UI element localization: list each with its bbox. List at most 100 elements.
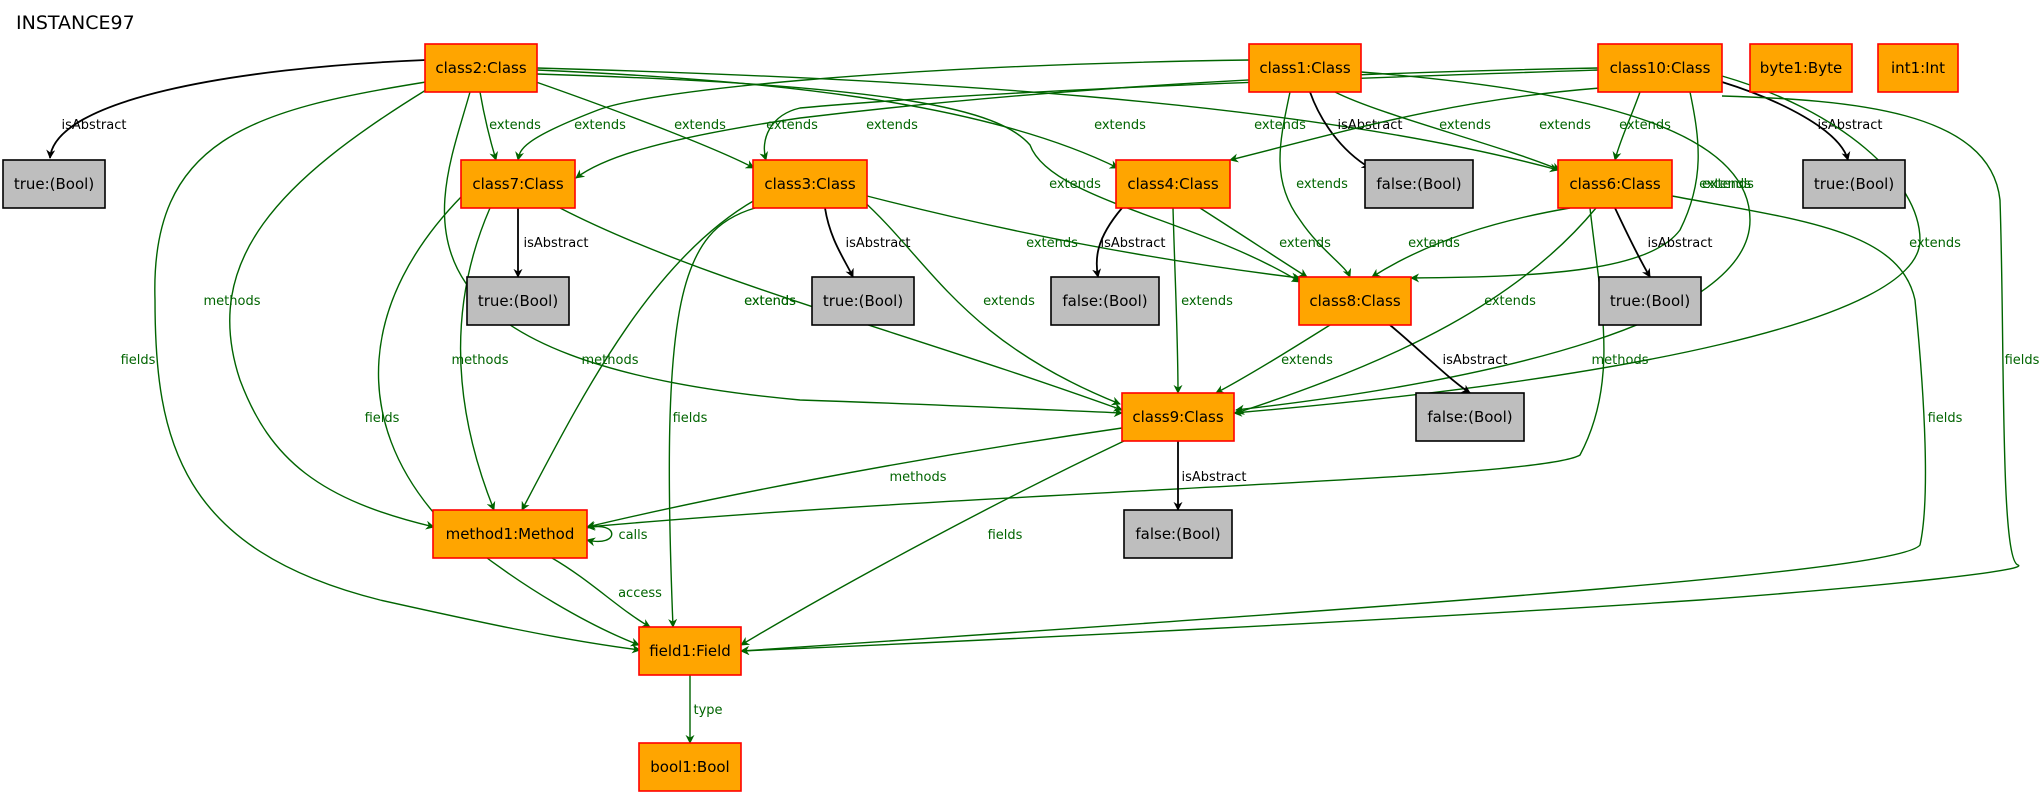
node-class6[interactable]: class6:Class	[1557, 159, 1673, 209]
edge-class9-false_c9: isAbstract	[1173, 441, 1246, 511]
edge-label: extends	[1702, 177, 1754, 192]
object-box[interactable]	[460, 159, 576, 209]
node-label: class6:Class	[1569, 175, 1660, 193]
object-box[interactable]	[1749, 43, 1853, 93]
edge-line	[154, 81, 641, 654]
edge-class1-class9: extends	[1235, 71, 1751, 414]
edge-label: extends	[1026, 236, 1078, 251]
edge-line	[1215, 324, 1331, 394]
value-box[interactable]	[1598, 276, 1702, 326]
edge-line	[1199, 207, 1308, 278]
edge-label: fields	[1928, 411, 1963, 426]
node-label: true:(Bool)	[478, 292, 558, 310]
edge-label: isAbstract	[1818, 118, 1883, 133]
node-true_c6[interactable]: true:(Bool)	[1598, 276, 1702, 326]
edge-label: extends	[1254, 118, 1306, 133]
edge-field1-bool1: type	[685, 674, 723, 744]
edge-label: extends	[983, 294, 1035, 309]
node-true_c10[interactable]: true:(Bool)	[1802, 159, 1906, 209]
value-box[interactable]	[1050, 276, 1160, 326]
node-class8[interactable]: class8:Class	[1298, 276, 1412, 326]
edge-label: fields	[673, 411, 708, 426]
node-true_c2[interactable]: true:(Bool)	[2, 159, 106, 209]
edge-class1-class6: extends	[1334, 91, 1561, 172]
node-byte1[interactable]: byte1:Byte	[1749, 43, 1853, 93]
edge-label: isAbstract	[62, 118, 127, 133]
edge-class1-class7: extends	[515, 59, 1251, 161]
node-true_c7[interactable]: true:(Bool)	[466, 276, 570, 326]
edge-class9-field1: fields	[740, 440, 1125, 646]
object-box[interactable]	[424, 43, 538, 93]
edge-label: extends	[1049, 177, 1101, 192]
edge-line	[1389, 324, 1471, 394]
edge-class7-true_c7: isAbstract	[513, 208, 589, 278]
edge-class10-field1: fields	[740, 95, 2040, 656]
value-box[interactable]	[2, 159, 106, 209]
node-false_c8[interactable]: false:(Bool)	[1415, 392, 1525, 442]
edge-label: isAbstract	[1648, 236, 1713, 251]
object-box[interactable]	[1298, 276, 1412, 326]
node-class7[interactable]: class7:Class	[460, 159, 576, 209]
node-false_c4[interactable]: false:(Bool)	[1050, 276, 1160, 326]
object-box[interactable]	[1557, 159, 1673, 209]
node-int1[interactable]: int1:Int	[1877, 43, 1959, 93]
value-box[interactable]	[466, 276, 570, 326]
edge-label: fields	[2005, 353, 2040, 368]
object-box[interactable]	[432, 509, 588, 559]
value-box[interactable]	[1802, 159, 1906, 209]
edge-label: isAbstract	[524, 236, 589, 251]
edge-class10-class9: extends	[1233, 75, 1961, 417]
object-box[interactable]	[1121, 392, 1235, 442]
edge-line	[1334, 91, 1561, 172]
node-label: true:(Bool)	[1610, 292, 1690, 310]
edge-class10-class8: extends	[1410, 91, 1754, 283]
edge-label: fields	[121, 353, 156, 368]
edge-line	[536, 73, 1301, 283]
node-label: class10:Class	[1610, 59, 1711, 77]
node-field1[interactable]: field1:Field	[638, 626, 742, 676]
object-box[interactable]	[638, 742, 742, 792]
edge-class9-method1: methods	[586, 427, 1123, 530]
node-label: false:(Bool)	[1376, 175, 1461, 193]
value-box[interactable]	[811, 276, 915, 326]
object-box[interactable]	[1597, 43, 1723, 93]
edge-label: extends	[1281, 353, 1333, 368]
edge-class6-field1: fields	[740, 195, 1963, 655]
edge-class1-class8: extends	[1279, 91, 1352, 278]
node-class9[interactable]: class9:Class	[1121, 392, 1235, 442]
node-label: method1:Method	[446, 525, 575, 543]
edge-label: isAbstract	[846, 236, 911, 251]
edge-class2-true_c2: isAbstract	[46, 59, 427, 159]
node-class3[interactable]: class3:Class	[752, 159, 868, 209]
node-label: class1:Class	[1259, 59, 1350, 77]
edge-line	[824, 207, 854, 278]
value-box[interactable]	[1123, 509, 1233, 559]
edge-method1-field1: access	[551, 557, 662, 628]
value-box[interactable]	[1364, 159, 1474, 209]
node-method1[interactable]: method1:Method	[432, 509, 588, 559]
edge-class2-class8: extends	[536, 73, 1301, 283]
object-box[interactable]	[1115, 159, 1231, 209]
node-class10[interactable]: class10:Class	[1597, 43, 1723, 93]
edge-label: methods	[1592, 353, 1649, 368]
value-box[interactable]	[1415, 392, 1525, 442]
object-box[interactable]	[752, 159, 868, 209]
edge-line	[1612, 91, 1641, 161]
edge-class3-class9: extends	[859, 197, 1121, 406]
node-class2[interactable]: class2:Class	[424, 43, 538, 93]
edge-class10-class6: extends	[1612, 91, 1671, 161]
node-false_c9[interactable]: false:(Bool)	[1123, 509, 1233, 559]
node-class1[interactable]: class1:Class	[1248, 43, 1362, 93]
edge-line	[1410, 91, 1699, 283]
node-true_c3[interactable]: true:(Bool)	[811, 276, 915, 326]
node-class4[interactable]: class4:Class	[1115, 159, 1231, 209]
object-box[interactable]	[638, 626, 742, 676]
node-bool1[interactable]: bool1:Bool	[638, 742, 742, 792]
edge-class8-class9: extends	[1215, 324, 1333, 394]
edge-label: calls	[618, 528, 647, 543]
node-label: class7:Class	[472, 175, 563, 193]
object-box[interactable]	[1877, 43, 1959, 93]
node-false_c1[interactable]: false:(Bool)	[1364, 159, 1474, 209]
object-box[interactable]	[1248, 43, 1362, 93]
